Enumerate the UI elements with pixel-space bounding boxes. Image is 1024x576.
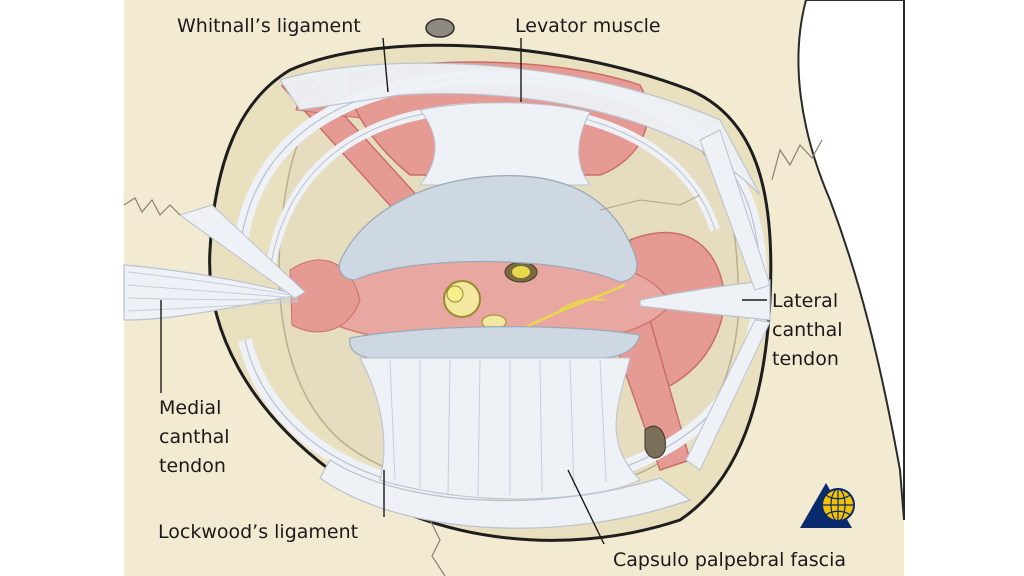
medial-rectus-muscle (289, 259, 361, 333)
globe-triangle-logo (800, 483, 855, 528)
skull-bone-outline (797, 0, 905, 521)
lockwood-ligament-band (319, 459, 692, 529)
label-medial-canthal-tendon-line1: Medial (159, 397, 221, 419)
leader-lines (160, 37, 767, 545)
label-whitnall-ligament: Whitnall’s ligament (177, 15, 361, 37)
lateral-tendon-strap-lower (685, 319, 771, 471)
levator-aponeurosis (418, 102, 591, 186)
label-capsulo-palpebral-fascia: Capsulo palpebral fascia (613, 549, 846, 571)
bone-suture-right (771, 139, 823, 181)
lateral-tendon-strap-upper (699, 129, 771, 291)
vessel-opening (446, 285, 464, 303)
supraorbital-notch (425, 18, 455, 38)
upper-tarsal-plate (338, 175, 638, 283)
inferior-orbital-fissure (644, 425, 666, 459)
label-lockwood-ligament: Lockwood’s ligament (158, 521, 358, 543)
label-lateral-canthal-tendon-line1: Lateral (772, 290, 838, 312)
bone-suture-mid (599, 194, 701, 211)
label-medial-canthal-tendon-line2: canthal (159, 426, 230, 448)
bone-suture-bottom (429, 519, 446, 576)
lacrimal-nerve (519, 283, 626, 332)
label-levator-muscle: Levator muscle (515, 15, 661, 37)
label-medial-canthal-tendon-line3: tendon (159, 455, 226, 477)
bone-suture-left (123, 197, 181, 216)
lateral-canthal-tendon (639, 279, 771, 321)
medial-tendon-upper-fan (178, 204, 306, 299)
label-lateral-canthal-tendon-line2: canthal (772, 319, 843, 341)
fascia-fibers (389, 359, 607, 497)
nerve-opening-upper-inner (512, 266, 530, 278)
capsulopalpebral-fascia-sheet (359, 357, 641, 500)
whitnall-ligament-band (279, 62, 761, 196)
lower-tarsal-plate (349, 326, 641, 359)
lacrimal-nerve-branch (559, 298, 606, 311)
label-lateral-canthal-tendon-line3: tendon (772, 348, 839, 370)
